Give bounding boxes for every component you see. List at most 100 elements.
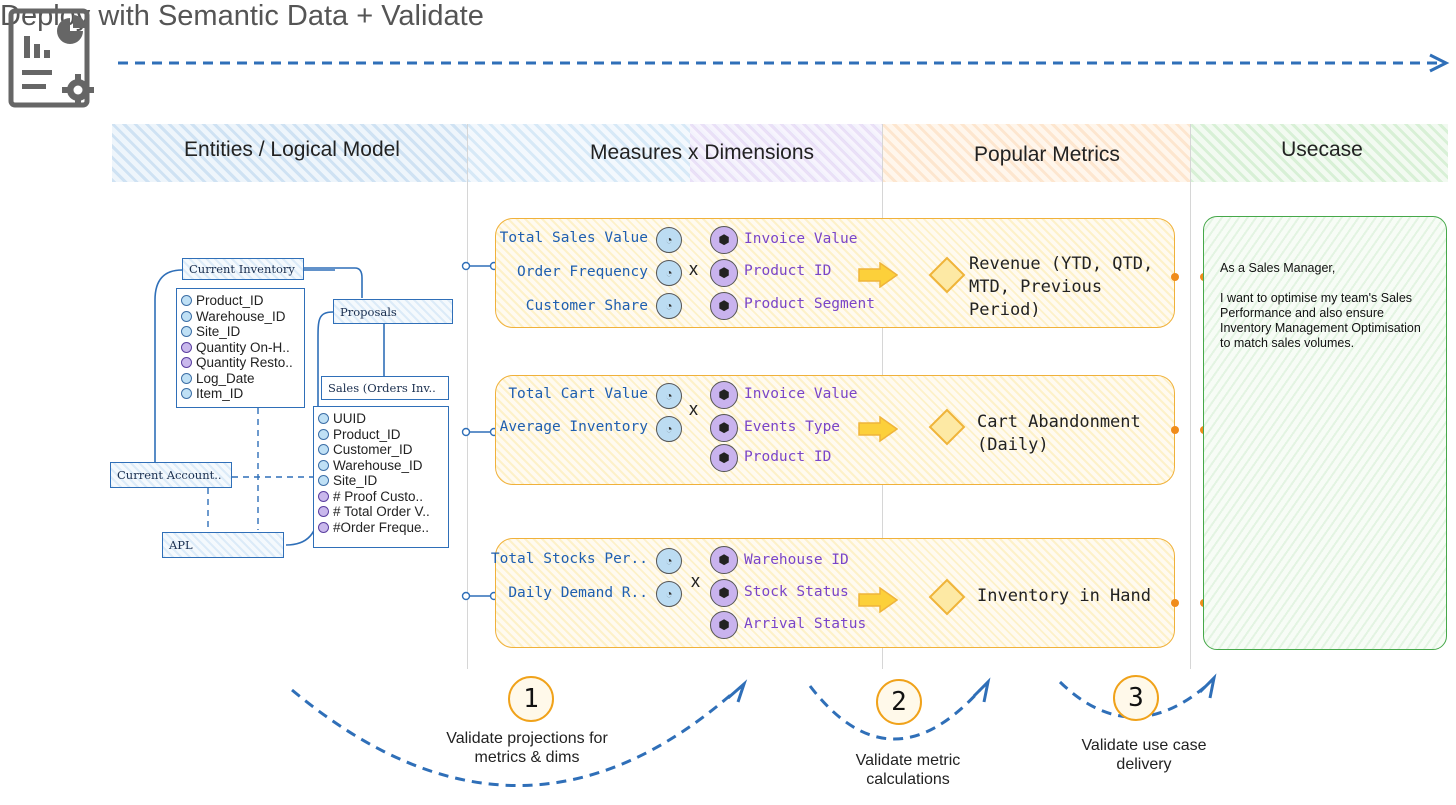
dimension-label: Stock Status: [744, 584, 849, 600]
dimension-label: Product ID: [744, 263, 832, 279]
metric-label: Inventory in Hand: [977, 586, 1151, 606]
measure-label: Daily Demand R..: [508, 585, 648, 601]
measure-label: Total Stocks Per..: [490, 551, 648, 567]
key-icon: [181, 310, 192, 322]
column-header-usecase: Usecase: [1281, 138, 1363, 161]
cube-icon: [318, 506, 329, 518]
measure-label: Total Sales Value: [499, 230, 648, 246]
times-sign: x: [689, 399, 698, 419]
key-icon: [318, 475, 329, 487]
cube-icon: [318, 490, 329, 502]
dimension-label: Invoice Value: [744, 231, 858, 247]
key-icon: [318, 444, 329, 456]
entity-proposals-title[interactable]: Proposals: [333, 299, 453, 324]
metric-row-2: [495, 375, 1175, 485]
cube-icon: ⬢: [710, 292, 738, 320]
cube-icon: ⬢: [710, 579, 738, 607]
dimension-label: Product ID: [744, 449, 832, 465]
key-icon: [318, 413, 329, 425]
entity-apl-title[interactable]: APL: [162, 532, 284, 558]
gauge-icon: ◔: [656, 548, 682, 574]
entity-field: Customer_ID: [318, 442, 444, 458]
cube-icon: [181, 341, 192, 353]
connector-dot: [1171, 273, 1179, 281]
entity-field: Warehouse_ID: [181, 309, 300, 325]
cube-icon: ⬢: [710, 381, 738, 409]
step-badge-3: 3: [1113, 675, 1159, 721]
step-text-2: Validate metric calculations: [855, 752, 961, 788]
column-band-measures-purple: [690, 124, 882, 182]
metric-label: Revenue (YTD, QTD, MTD, Previous Period): [969, 254, 1154, 320]
cube-icon: ⬢: [710, 226, 738, 254]
metric-label: Cart Abandonment (Daily): [977, 412, 1141, 455]
entity-current-inventory-title[interactable]: Current Inventory: [182, 258, 304, 280]
gauge-icon: ◔: [656, 383, 682, 409]
key-icon: [318, 459, 329, 471]
usecase-role: As a Sales Manager,: [1220, 261, 1336, 275]
entity-field: Product_ID: [318, 427, 444, 443]
entity-field: Site_ID: [318, 473, 444, 489]
entity-field: #Order Freque..: [318, 520, 444, 536]
usecase-card: As a Sales Manager, I want to optimise m…: [1203, 216, 1447, 650]
cube-icon: ⬢: [710, 611, 738, 639]
usecase-story: I want to optimise my team's Sales Perfo…: [1220, 291, 1421, 350]
metric-row-1: [495, 218, 1175, 328]
column-divider: [467, 124, 468, 669]
entity-field: Quantity Resto..: [181, 355, 300, 371]
cube-icon: ⬢: [710, 546, 738, 574]
report-settings-icon: [8, 8, 94, 108]
column-divider: [1190, 124, 1191, 669]
measure-label: Customer Share: [525, 298, 648, 314]
cube-icon: [318, 521, 329, 533]
right-arrow-icon: [858, 262, 898, 288]
cube-icon: ⬢: [710, 414, 738, 442]
gauge-icon: ◔: [656, 227, 682, 253]
column-header-entities: Entities / Logical Model: [184, 138, 400, 161]
entity-field: UUID: [318, 411, 444, 427]
entity-field: Warehouse_ID: [318, 458, 444, 474]
dimension-label: Invoice Value: [744, 386, 858, 402]
key-icon: [181, 372, 192, 384]
gauge-icon: ◔: [656, 293, 682, 319]
column-band-metrics: [882, 124, 1190, 182]
column-header-metrics: Popular Metrics: [974, 143, 1120, 166]
metric-row-3: [495, 538, 1175, 648]
key-icon: [181, 295, 192, 307]
measure-label: Average Inventory: [499, 419, 648, 435]
entity-sales-orders-title[interactable]: Sales (Orders Inv..: [321, 376, 449, 400]
measure-label: Order Frequency: [517, 264, 648, 280]
step-text-3: Validate use case delivery: [1081, 737, 1207, 773]
measure-label: Total Cart Value: [508, 386, 648, 402]
connector-dot: [1171, 599, 1179, 607]
entity-field: Quantity On-H..: [181, 340, 300, 356]
entity-field: Site_ID: [181, 324, 300, 340]
entity-field: Product_ID: [181, 293, 300, 309]
times-sign: x: [691, 571, 700, 591]
cube-icon: ⬢: [710, 259, 738, 287]
gauge-icon: ◔: [656, 260, 682, 286]
right-arrow-icon: [858, 416, 898, 442]
key-icon: [181, 388, 192, 400]
right-arrow-icon: [858, 587, 898, 613]
dimension-label: Events Type: [744, 419, 841, 435]
entity-current-inventory-fields: Product_ID Warehouse_ID Site_ID Quantity…: [176, 288, 305, 408]
key-icon: [318, 428, 329, 440]
entity-field: Log_Date: [181, 371, 300, 387]
step-badge-1: 1: [508, 676, 554, 722]
connector-dot: [1171, 426, 1179, 434]
times-sign: x: [689, 259, 698, 279]
timeline-arrow: [118, 53, 1450, 73]
entity-sales-orders-fields: UUID Product_ID Customer_ID Warehouse_ID…: [313, 406, 449, 548]
entity-connectors: [154, 267, 385, 546]
gauge-icon: ◔: [656, 581, 682, 607]
entity-field: # Total Order V..: [318, 504, 444, 520]
column-band-usecase: [1190, 124, 1448, 182]
entity-current-account-title[interactable]: Current Account..: [110, 462, 232, 488]
gauge-icon: ◔: [656, 416, 682, 442]
step-text-1: Validate projections for metrics & dims: [446, 730, 608, 766]
cube-icon: ⬢: [710, 444, 738, 472]
dimension-label: Arrival Status: [744, 616, 867, 632]
cube-icon: [181, 357, 192, 369]
step-badge-2: 2: [876, 679, 922, 725]
validation-arcs: [291, 673, 1217, 787]
